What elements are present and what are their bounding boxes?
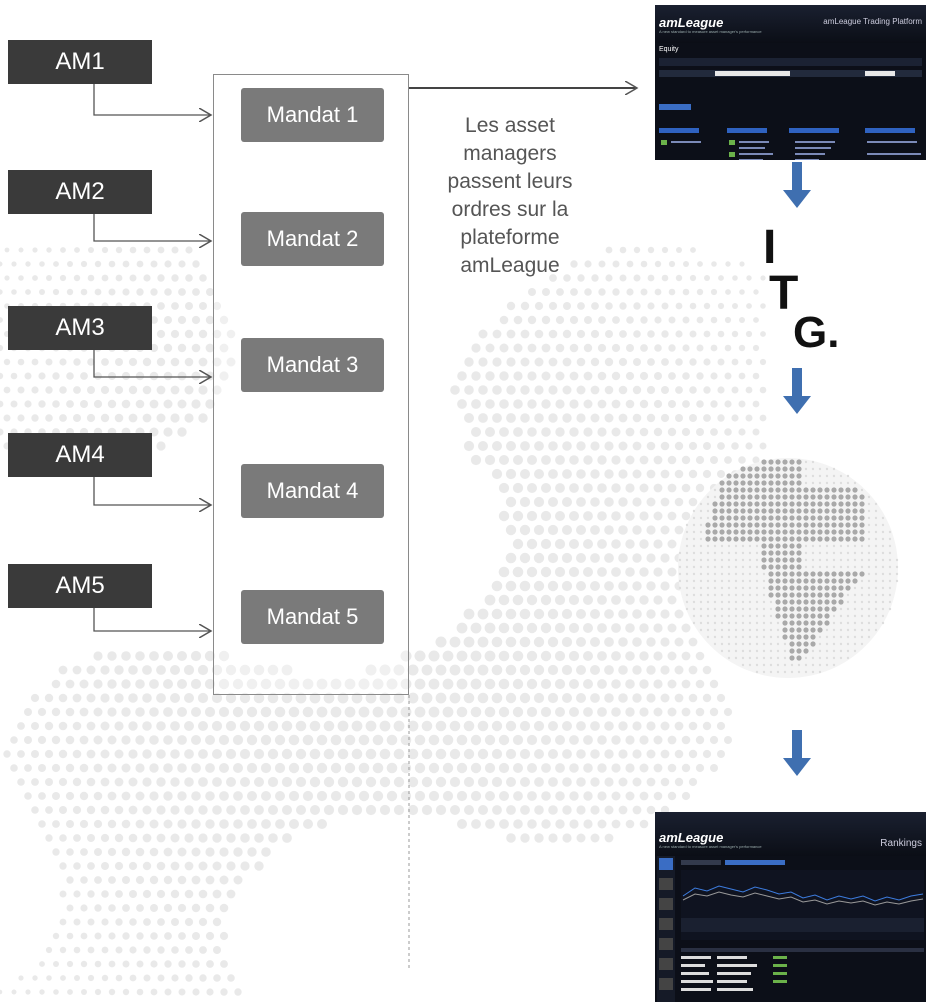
- mandat-box-4: Mandat 4: [241, 464, 384, 518]
- rankings-title: Rankings: [880, 838, 922, 849]
- connector-line: [93, 214, 211, 241]
- am-box-2: AM2: [8, 170, 152, 214]
- caption-line: Les asset: [465, 114, 555, 137]
- platform-ui-mock: [659, 58, 922, 160]
- down-arrow-1: [783, 162, 811, 208]
- am-box-3: AM3: [8, 306, 152, 350]
- mandat-box-1: Mandat 1: [241, 88, 384, 142]
- am-box-4: AM4: [8, 433, 152, 477]
- platform-title: amLeague Trading Platform: [823, 17, 922, 26]
- rankings-screenshot: amLeague A new standard to measure asset…: [655, 812, 926, 1002]
- am-box-1: AM1: [8, 40, 152, 84]
- caption-text: Les asset managers passent leurs ordres …: [425, 112, 595, 280]
- platform-header: amLeague A new standard to measure asset…: [655, 5, 926, 43]
- rankings-logo: amLeague: [659, 830, 724, 845]
- mandat-box-2: Mandat 2: [241, 212, 384, 266]
- caption-line: amLeague: [460, 254, 560, 277]
- caption-line: managers: [463, 142, 557, 165]
- platform-logo: amLeague: [659, 15, 724, 30]
- globe-americas: [678, 458, 899, 678]
- connector-line: [93, 84, 211, 115]
- itg-letter-t: T: [769, 267, 798, 320]
- caption-line: ordres sur la: [451, 198, 569, 221]
- connector-line: [93, 477, 211, 505]
- caption-line: plateforme: [460, 226, 560, 249]
- am-box-5: AM5: [8, 564, 152, 608]
- itg-letter-i: I: [763, 223, 776, 274]
- rankings-header: amLeague A new standard to measure asset…: [655, 812, 926, 856]
- mandat-box-3: Mandat 3: [241, 338, 384, 392]
- trading-platform-screenshot: amLeague A new standard to measure asset…: [655, 5, 926, 160]
- connector-line: [93, 608, 211, 631]
- itg-letter-g: G.: [793, 308, 839, 353]
- connector-line: [93, 350, 211, 377]
- caption-line: passent leurs: [447, 170, 573, 193]
- down-arrow-3: [783, 730, 811, 776]
- itg-logo: I T G.: [763, 223, 839, 353]
- platform-section: Equity: [659, 46, 679, 53]
- mandat-box-5: Mandat 5: [241, 590, 384, 644]
- platform-tagline: A new standard to measure asset manager'…: [659, 29, 762, 34]
- rankings-tagline: A new standard to measure asset manager'…: [659, 844, 762, 849]
- down-arrow-2: [783, 368, 811, 414]
- rankings-ui-mock: [657, 856, 924, 1002]
